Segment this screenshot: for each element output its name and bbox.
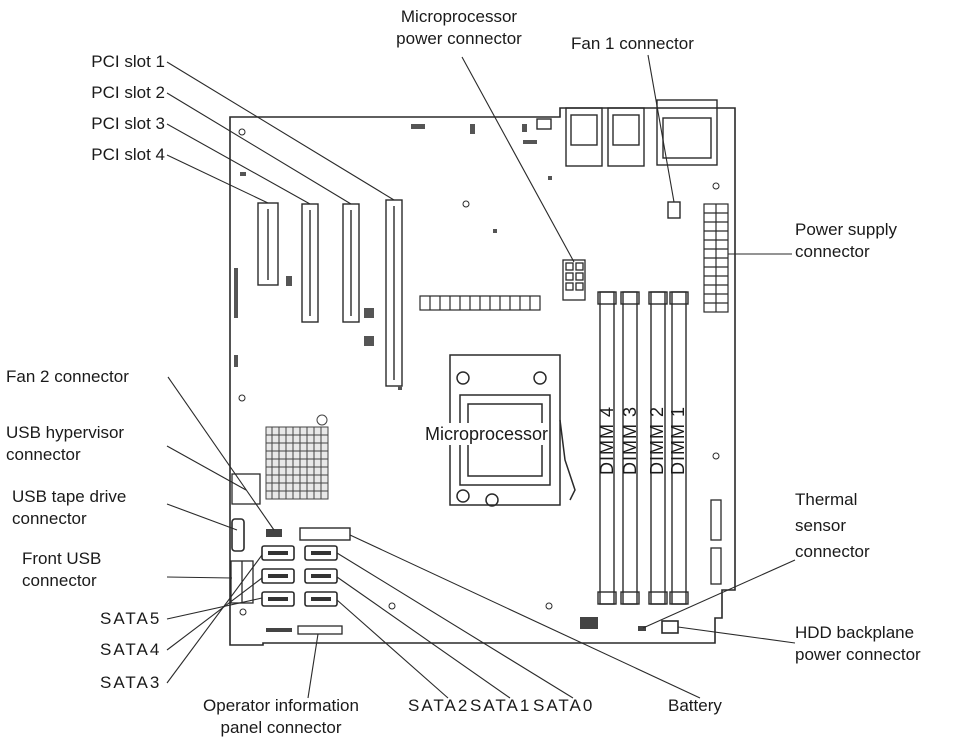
usb-tape-shape xyxy=(231,518,245,552)
label-sata5: SATA5 xyxy=(100,609,162,628)
label-front-usb: Front USB connector xyxy=(22,549,102,590)
fan2-connector-shape xyxy=(266,529,282,537)
component-row xyxy=(419,295,541,311)
leader-lines xyxy=(166,54,796,699)
heatsink xyxy=(265,414,329,500)
usb-hypervisor-shape xyxy=(231,473,261,505)
dimm-slots xyxy=(597,291,689,605)
label-sata0: SATA0 xyxy=(533,696,595,715)
label-fan2: Fan 2 connector xyxy=(6,367,129,386)
label-pci-slot-3: PCI slot 3 xyxy=(91,114,165,133)
power-supply-connector-shape xyxy=(703,203,729,313)
label-usb-tape: USB tape drive connector xyxy=(12,487,127,528)
label-sata4: SATA4 xyxy=(100,640,162,659)
label-fan1: Fan 1 connector xyxy=(571,34,694,53)
battery-shape xyxy=(299,527,351,541)
label-microprocessor-power: Microprocessor power connector xyxy=(396,7,522,48)
label-hdd-backplane: HDD backplane power connector xyxy=(795,623,921,664)
label-dimm3: DIMM 3 xyxy=(620,406,640,475)
label-dimm4: DIMM 4 xyxy=(597,406,617,475)
rear-io xyxy=(536,99,718,167)
label-battery: Battery xyxy=(668,696,722,715)
operator-panel-shape xyxy=(297,625,343,635)
label-sata1: SATA1 xyxy=(470,696,532,715)
label-power-supply: Power supply connector xyxy=(795,220,898,261)
label-usb-hypervisor: USB hypervisor connector xyxy=(6,423,125,464)
label-pci-slot-4: PCI slot 4 xyxy=(91,145,165,164)
label-microprocessor: Microprocessor xyxy=(425,423,549,445)
label-pci-slot-1: PCI slot 1 xyxy=(91,52,165,71)
top-components xyxy=(238,124,720,616)
cpu-power-connector-shape xyxy=(562,259,586,301)
board-outline xyxy=(229,107,736,646)
label-sata2: SATA2 xyxy=(408,696,470,715)
label-pci-slot-2: PCI slot 2 xyxy=(91,83,165,102)
label-sata3: SATA3 xyxy=(100,673,162,692)
label-dimm1: DIMM 1 xyxy=(668,406,688,475)
label-dimm2: DIMM 2 xyxy=(647,406,667,475)
label-thermal-sensor: Thermal sensor connector xyxy=(795,490,870,561)
label-operator-panel: Operator information panel connector xyxy=(203,696,359,737)
